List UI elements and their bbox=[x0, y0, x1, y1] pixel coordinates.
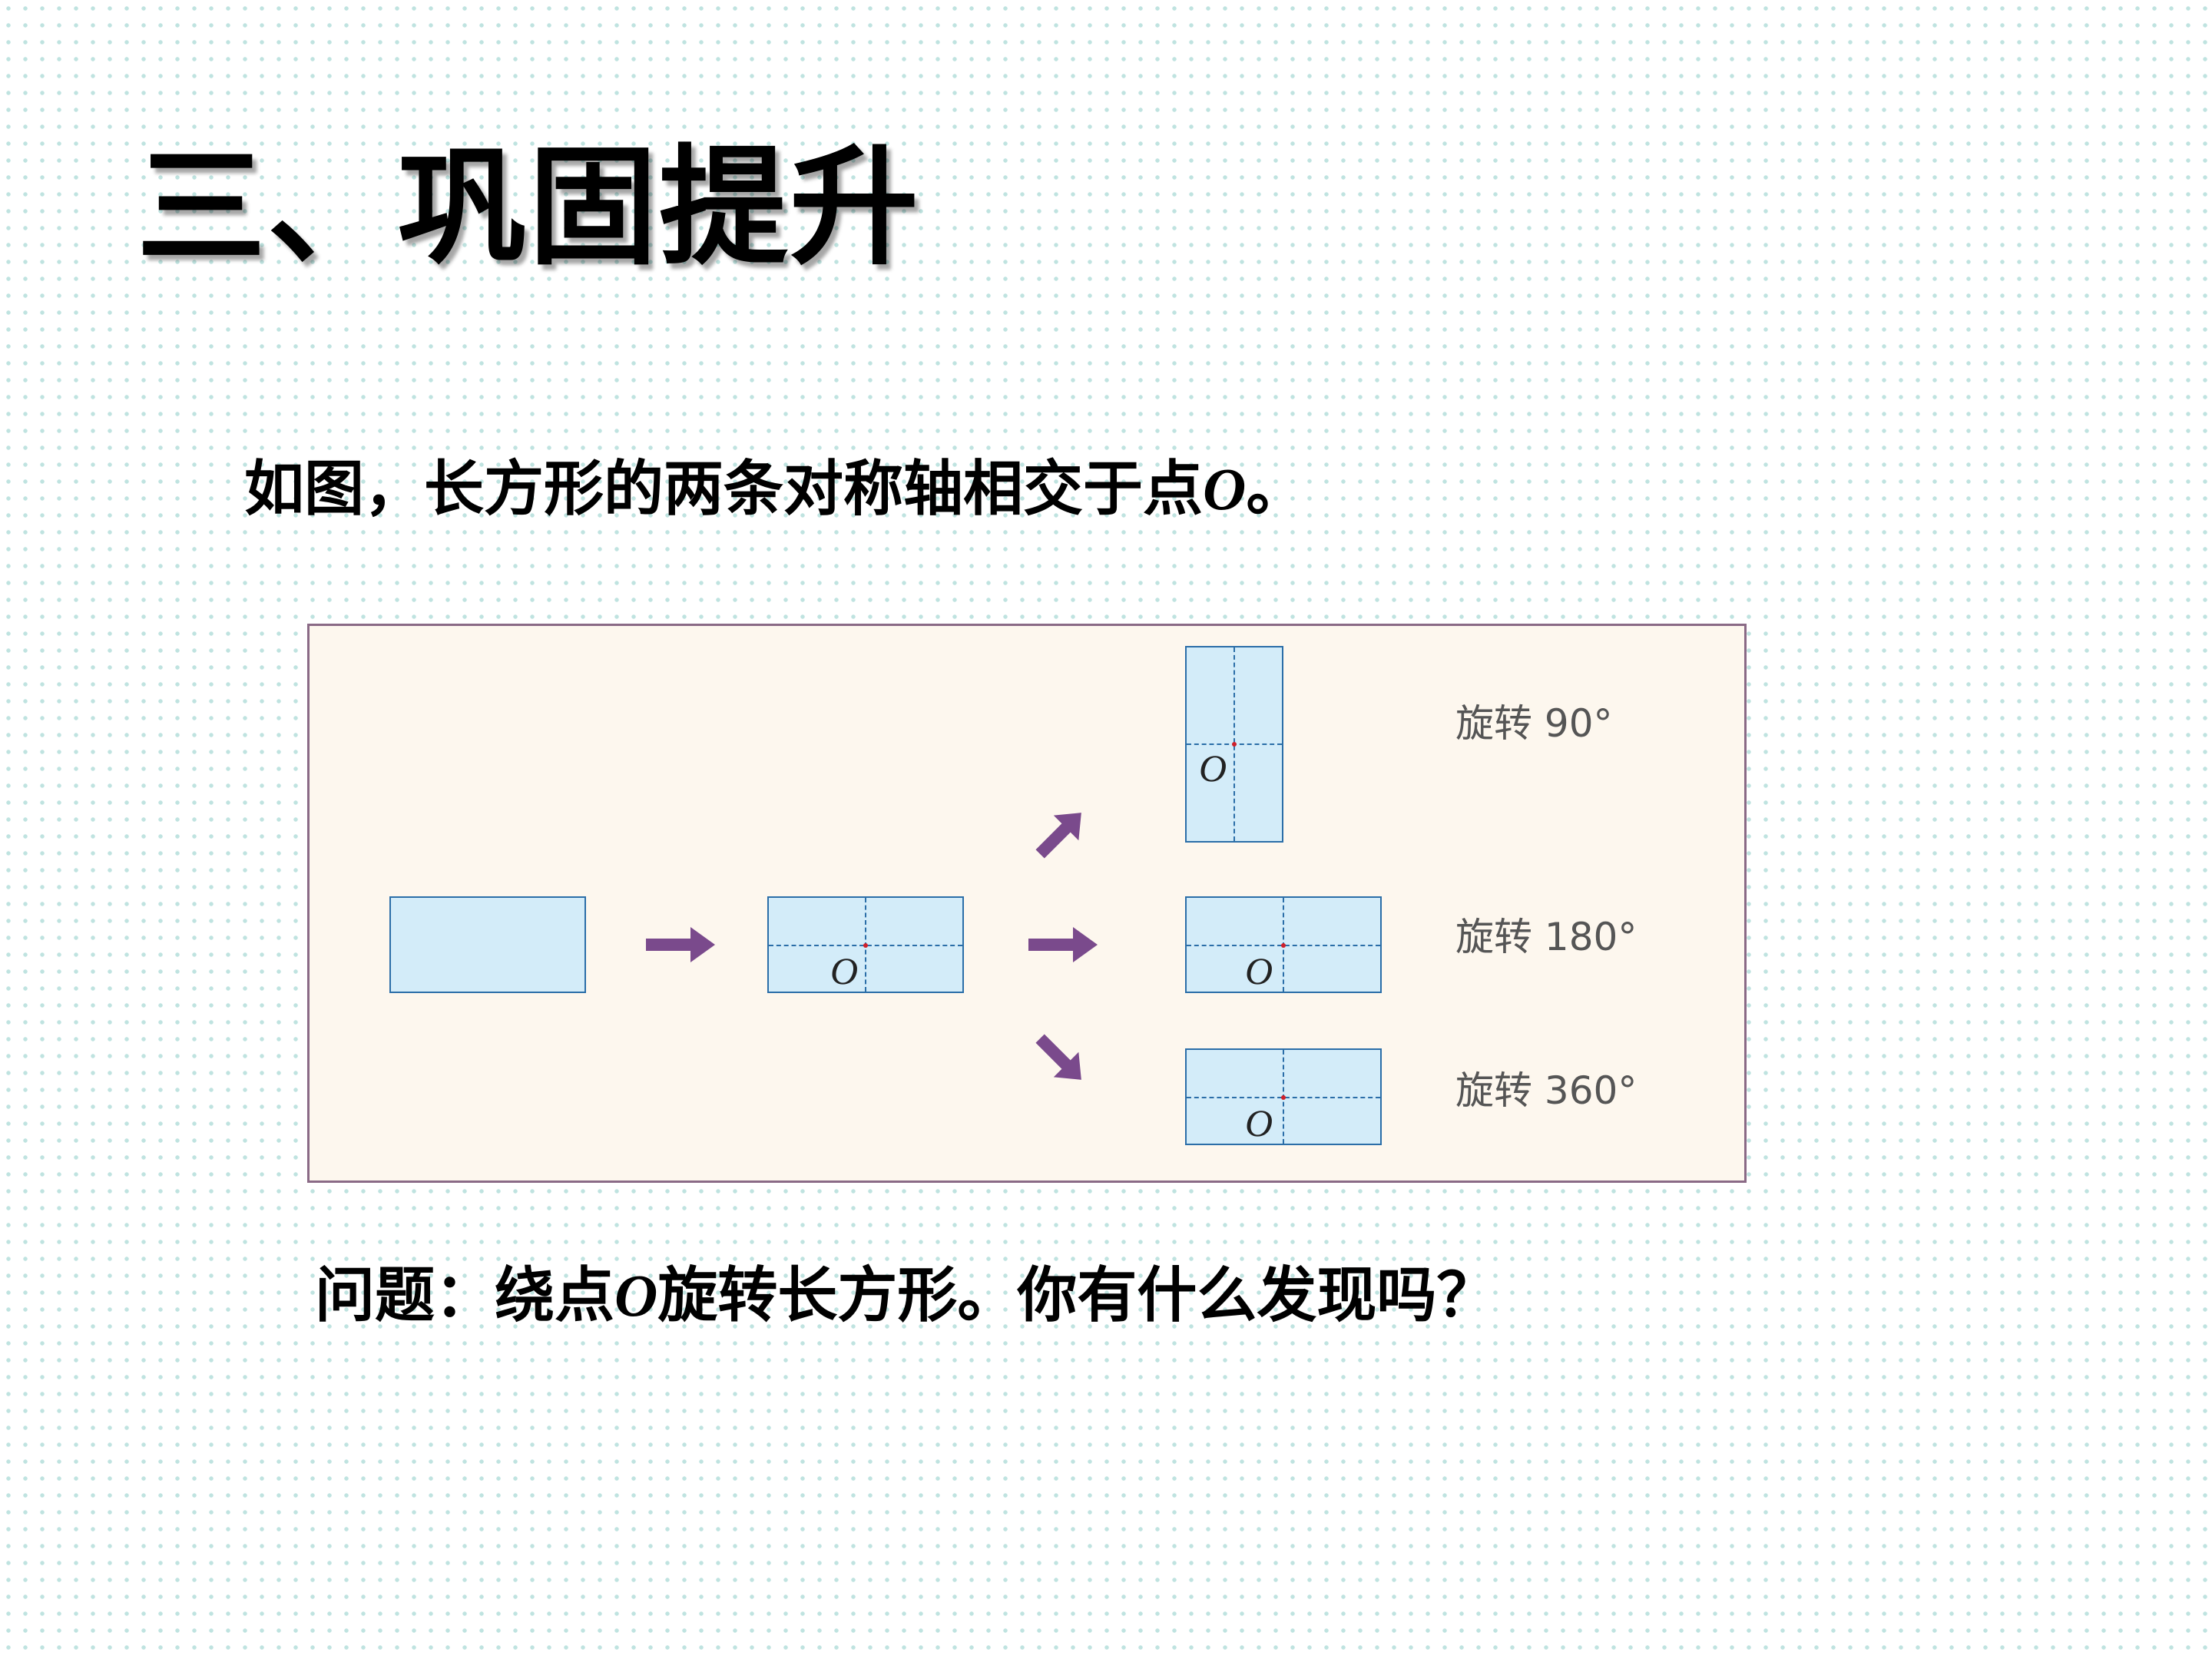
arrow-down-right-icon bbox=[1035, 1034, 1081, 1080]
original-rectangle bbox=[389, 896, 586, 993]
page-title: 三、巩固提升 bbox=[137, 132, 920, 283]
intro-text: 如图，长方形的两条对称轴相交于点 bbox=[244, 454, 1204, 524]
point-o-label: O bbox=[1245, 1101, 1273, 1144]
point-o-label: O bbox=[1245, 949, 1273, 992]
rotation-label-90: 旋转 90° bbox=[1455, 701, 1613, 746]
point-o-label: O bbox=[1199, 747, 1227, 790]
rotation-diagram: O O 旋转 90° O 旋转 180° O 旋转 360° bbox=[307, 624, 1747, 1183]
question-end: 旋转长方形。你有什么发现吗？ bbox=[657, 1260, 1497, 1330]
rectangle-rotated-180: O bbox=[1185, 896, 1382, 993]
intro-end: 。 bbox=[1246, 454, 1306, 524]
center-point bbox=[863, 943, 868, 948]
center-point bbox=[1281, 943, 1286, 948]
center-point bbox=[1281, 1095, 1286, 1100]
arrow-up-right-icon bbox=[1035, 813, 1081, 859]
rectangle-rotated-90: O bbox=[1185, 646, 1283, 843]
intro-point-o: O bbox=[1203, 455, 1247, 522]
point-o-label: O bbox=[830, 949, 859, 992]
arrow-right-icon bbox=[1028, 927, 1098, 962]
question-statement: 问题：绕点O旋转长方形。你有什么发现吗？ bbox=[315, 1260, 1496, 1332]
intro-statement: 如图，长方形的两条对称轴相交于点O。 bbox=[244, 453, 1306, 525]
rectangle-with-axes: O bbox=[767, 896, 964, 993]
rotation-label-360: 旋转 360° bbox=[1455, 1068, 1637, 1113]
question-text: 问题：绕点 bbox=[315, 1260, 615, 1330]
question-point-o: O bbox=[614, 1262, 658, 1329]
center-point bbox=[1232, 742, 1237, 747]
rotation-label-180: 旋转 180° bbox=[1455, 915, 1637, 959]
rectangle-rotated-360: O bbox=[1185, 1048, 1382, 1145]
arrow-right-icon bbox=[646, 927, 715, 962]
